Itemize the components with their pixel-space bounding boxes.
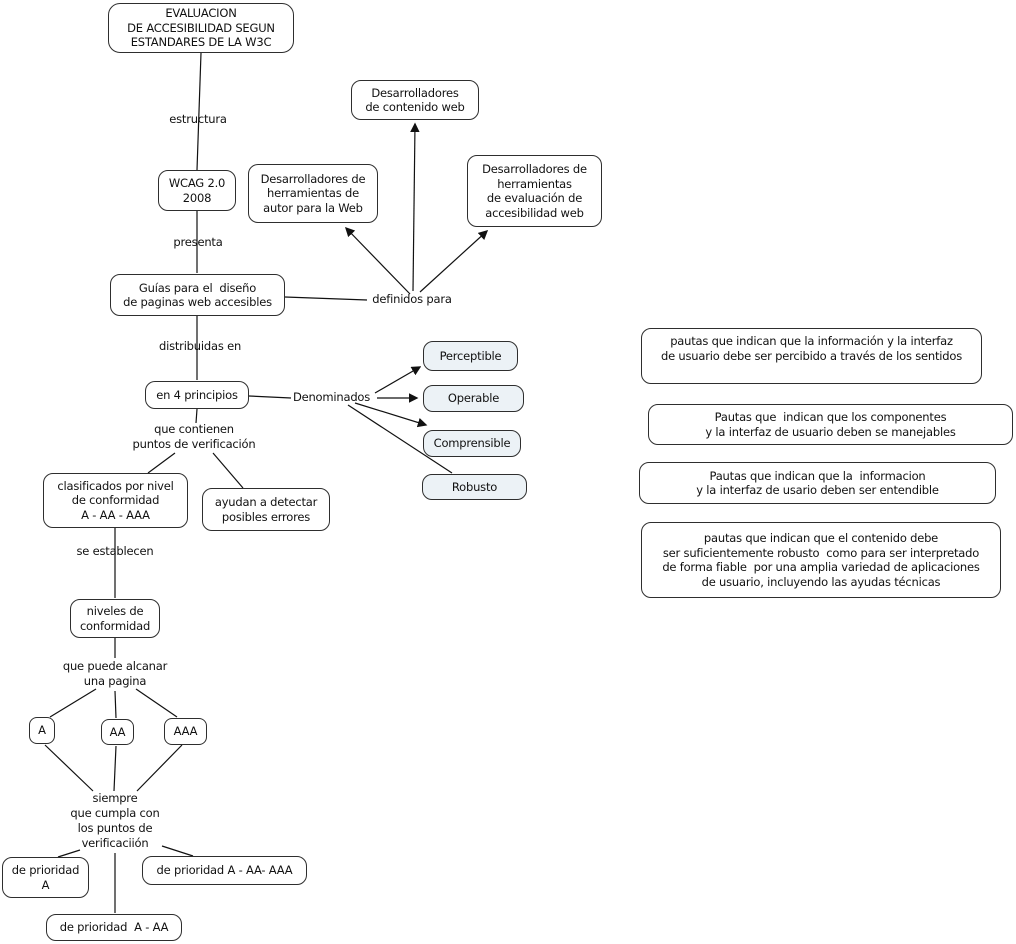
concept-nivel-a[interactable]: A [29, 717, 55, 744]
concept-nivel-aaa[interactable]: AAA [164, 718, 207, 745]
concept-clasificados[interactable]: clasificados por nivel de conformidad A … [43, 473, 188, 528]
concept-pauta-perceptible[interactable]: pautas que indican que la información y … [641, 328, 982, 384]
concept-ayudan[interactable]: ayudan a detectar posibles errores [202, 488, 330, 531]
concept-principios[interactable]: en 4 principios [145, 381, 249, 409]
concept-prioridad-a[interactable]: de prioridad A [2, 857, 89, 898]
link-label-estructura: estructura [169, 112, 227, 126]
link-label-definidos-para: definidos para [372, 292, 452, 306]
concept-desarrolladores-evaluacion[interactable]: Desarrolladores de herramientas de evalu… [467, 155, 602, 227]
link-label-distribuidas-en: distribuidas en [158, 339, 242, 353]
concept-guias[interactable]: Guías para el diseño de paginas web acce… [110, 274, 285, 316]
concept-operable[interactable]: Operable [423, 385, 524, 412]
concept-robusto[interactable]: Robusto [422, 474, 527, 500]
concept-wcag[interactable]: WCAG 2.0 2008 [158, 170, 236, 211]
concept-desarrolladores-contenido[interactable]: Desarrolladores de contenido web [351, 80, 479, 120]
concept-prioridad-a-aa-aaa[interactable]: de prioridad A - AA- AAA [142, 856, 307, 885]
concept-comprensible[interactable]: Comprensible [423, 430, 521, 457]
concept-perceptible[interactable]: Perceptible [423, 341, 518, 371]
link-label-que-contienen: que contienen puntos de verificación [132, 422, 256, 451]
concept-niveles[interactable]: niveles de conformidad [70, 599, 160, 638]
link-label-denominados: Denominados [292, 390, 371, 404]
link-label-que-puede-alcanzar: que puede alcanar una pagina [62, 659, 168, 688]
concept-nivel-aa[interactable]: AA [101, 719, 134, 745]
concept-prioridad-a-aa[interactable]: de prioridad A - AA [46, 914, 182, 941]
concept-pauta-robusto[interactable]: pautas que indican que el contenido debe… [641, 522, 1001, 598]
link-label-presenta: presenta [173, 235, 223, 249]
link-label-se-establecen: se establecen [76, 544, 154, 558]
link-label-siempre-que-cumpla: siempre que cumpla con los puntos de ver… [70, 791, 160, 850]
concept-pauta-operable[interactable]: Pautas que indican que los componentes y… [648, 404, 1013, 445]
concept-desarrolladores-autor[interactable]: Desarrolladores de herramientas de autor… [248, 164, 378, 223]
concept-pauta-comprensible[interactable]: Pautas que indican que la informacion y … [639, 462, 996, 504]
concept-title[interactable]: EVALUACION DE ACCESIBILIDAD SEGUN ESTAND… [108, 3, 294, 53]
